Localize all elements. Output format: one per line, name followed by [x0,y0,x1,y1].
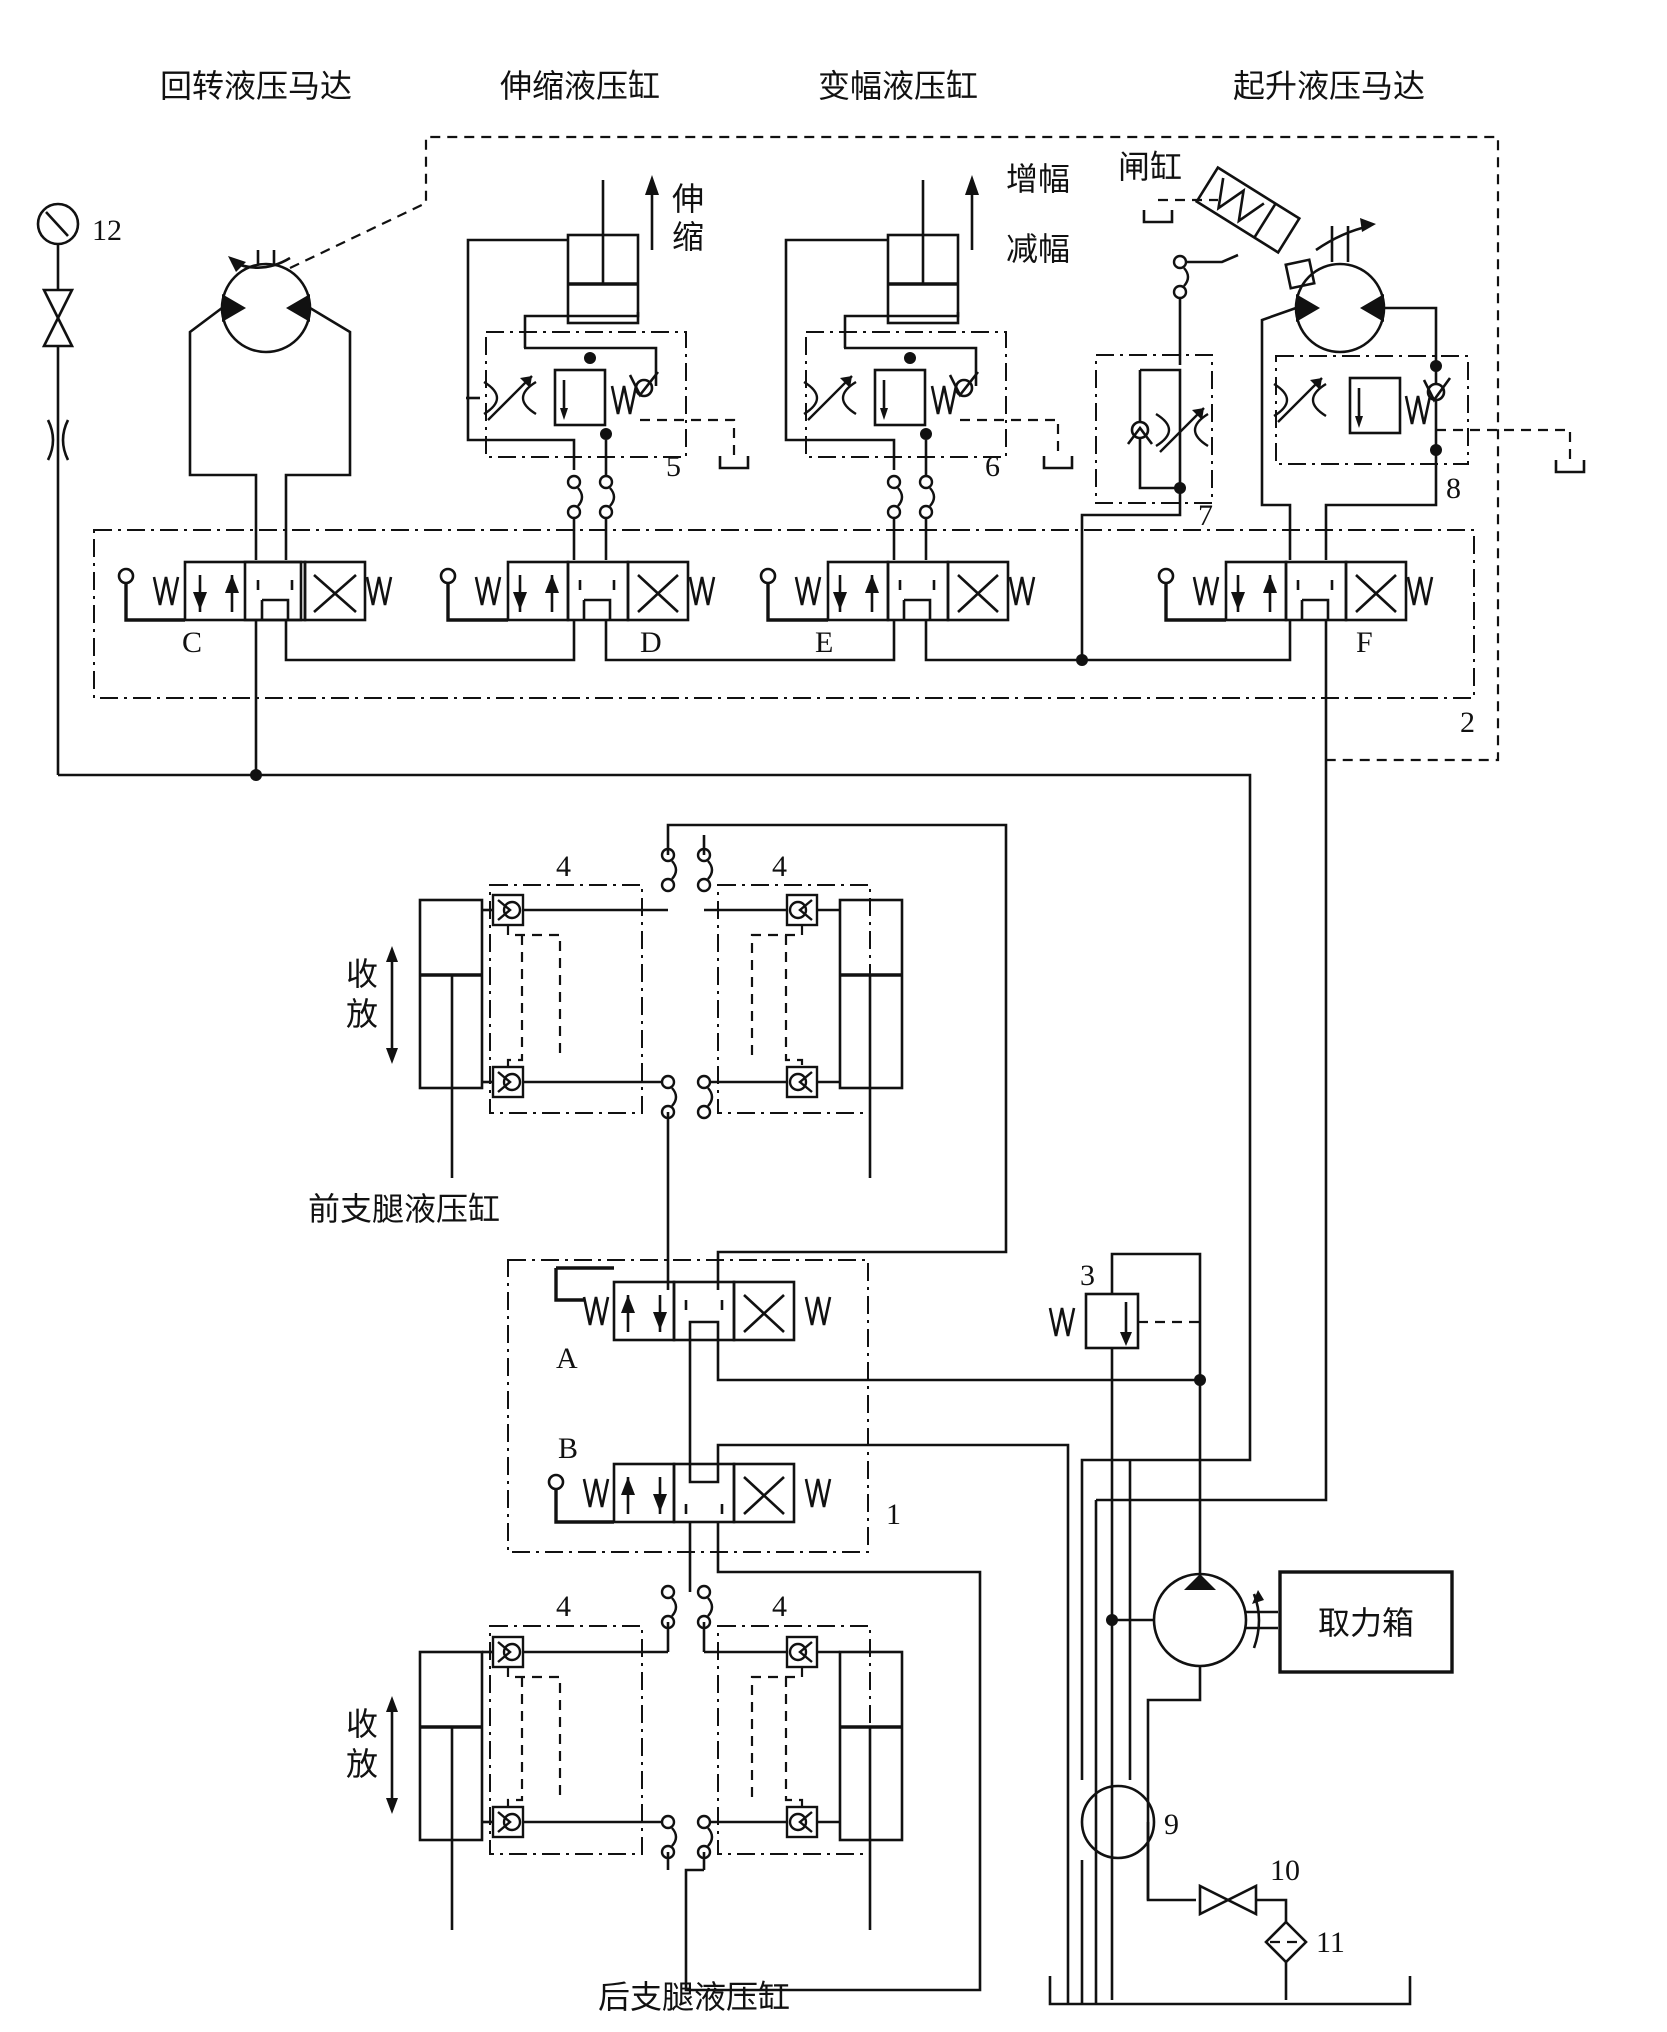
label-brake-cylinder: 闸缸 [1118,148,1182,186]
label-8: 8 [1446,472,1461,505]
coupler-7 [1172,254,1190,300]
check-valve-fl-top [491,893,525,927]
label-retract-front-2: 放 [346,995,378,1033]
brake-cylinder [1194,165,1302,255]
valve-letter-A: A [556,1342,578,1375]
outrigger-valve-block [507,1259,869,1553]
label-9: 9 [1164,1808,1179,1841]
label-4-front-left: 4 [556,850,571,883]
directional-valve-D [439,560,716,622]
rear-lock-block-left [489,1625,643,1855]
oil-tank [1048,1976,1412,2006]
label-3: 3 [1080,1259,1095,1292]
front-lock-block-left [489,884,643,1114]
check-valve-rl-bottom [491,1805,525,1839]
label-pto: 取力箱 [1318,1604,1414,1642]
balance-valve-8 [1272,355,1469,465]
valve-letter-C: C [182,626,202,659]
orifice [46,419,70,461]
label-4-rear-left: 4 [556,1590,571,1623]
front-outrigger-left-cylinder [418,898,484,1178]
hydraulic-pump [1152,1572,1278,1668]
label-6: 6 [985,450,1000,483]
label-4-front-right: 4 [772,850,787,883]
label-luff-up: 增幅 [1006,160,1070,198]
slew-motor [220,250,312,354]
check-valve-fl-bottom [491,1065,525,1099]
front-lock-block-right [717,884,871,1114]
rear-outrigger-left-cylinder [418,1650,484,1930]
pressure-gauge [36,202,80,246]
flow-valve-7 [1095,354,1213,504]
label-luff-down: 减幅 [1006,230,1070,268]
label-10: 10 [1270,1854,1300,1887]
rear-lock-block-right [717,1625,871,1855]
coupler-6a [886,474,904,520]
title-hoist-motor: 起升液压马达 [1233,67,1425,105]
check-valve-fr-top [785,893,819,927]
pilot-enclosure-line [289,135,1500,762]
check-valve-rr-bottom [785,1805,819,1839]
label-4-rear-right: 4 [772,1590,787,1623]
label-extend-2: 缩 [672,218,704,256]
directional-valve-B [547,1462,832,1524]
label-12: 12 [92,214,122,247]
label-7: 7 [1198,499,1213,532]
title-front-outrigger: 前支腿液压缸 [308,1190,500,1228]
multiway-valve-block [93,529,1475,699]
title-telescope-cylinder: 伸缩液压缸 [500,67,660,105]
directional-valve-A [554,1266,832,1342]
balance-valve-6 [802,331,1007,458]
pto-box [1278,1570,1454,1674]
rear-outrigger-right-cylinder [838,1650,904,1930]
gauge-shutoff-valve [41,288,75,348]
title-luffing-cylinder: 变幅液压缸 [818,67,978,105]
directional-valve-E [759,560,1036,622]
coupler-5b [598,474,616,520]
filter-11 [1264,1920,1308,1964]
drain-valve-10 [1198,1883,1258,1917]
label-retract-rear-1: 收 [346,1705,378,1743]
label-5: 5 [666,450,681,483]
valve-letter-B: B [558,1432,578,1465]
flowmeter-9 [1080,1784,1156,1860]
directional-valve-F [1157,560,1434,622]
label-2: 2 [1460,706,1475,739]
title-rear-outrigger: 后支腿液压缸 [598,1978,790,2016]
relief-valve-3 [1048,1292,1140,1350]
check-valve-rr-top [785,1635,819,1669]
label-retract-rear-2: 放 [346,1745,378,1783]
valve-letter-E: E [815,626,833,659]
coupler-5a [566,474,584,520]
label-11: 11 [1316,1926,1345,1959]
check-valve-rl-top [491,1635,525,1669]
label-extend-1: 伸 [672,180,704,218]
coupler-6b [918,474,936,520]
hoist-motor [1284,218,1386,354]
check-valve-fr-bottom [785,1065,819,1099]
valve-letter-F: F [1356,626,1373,659]
valve-letter-D: D [640,626,662,659]
luffing-cylinder [886,175,979,325]
balance-valve-5 [466,331,687,458]
label-retract-front-1: 收 [346,955,378,993]
title-slew-motor: 回转液压马达 [160,67,352,105]
directional-valve-C [117,560,393,622]
label-1: 1 [886,1498,901,1531]
telescope-cylinder [566,175,659,325]
